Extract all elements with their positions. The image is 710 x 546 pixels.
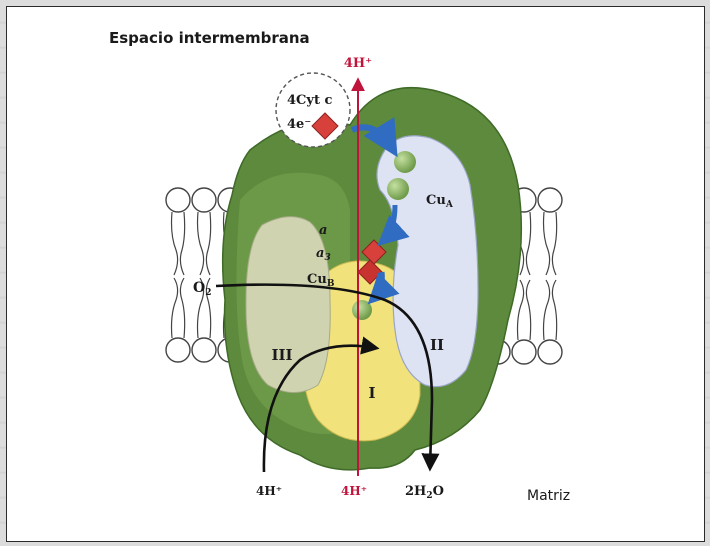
oxygen-label: O2	[193, 280, 211, 298]
bottom-left-proton-label: 4H⁺	[256, 484, 282, 498]
top-proton-label: 4H⁺	[344, 56, 372, 71]
subunit-iii-label: III	[271, 346, 292, 364]
cytc-label: 4Cyt c	[287, 93, 332, 108]
cua-sphere-2	[387, 178, 409, 200]
subunit-ii-label: II	[430, 336, 444, 354]
cytochrome-c-circle	[276, 73, 350, 147]
electron-label: 4e⁻	[287, 117, 311, 132]
water-label: 2H2O	[405, 484, 444, 501]
subunit-iii	[246, 217, 330, 393]
heme-a-label: a	[319, 223, 327, 238]
cub-sphere	[352, 300, 372, 320]
subunit-i-label: I	[368, 384, 375, 402]
bottom-center-proton-label: 4H⁺	[341, 484, 367, 498]
cua-sphere-1	[394, 151, 416, 173]
